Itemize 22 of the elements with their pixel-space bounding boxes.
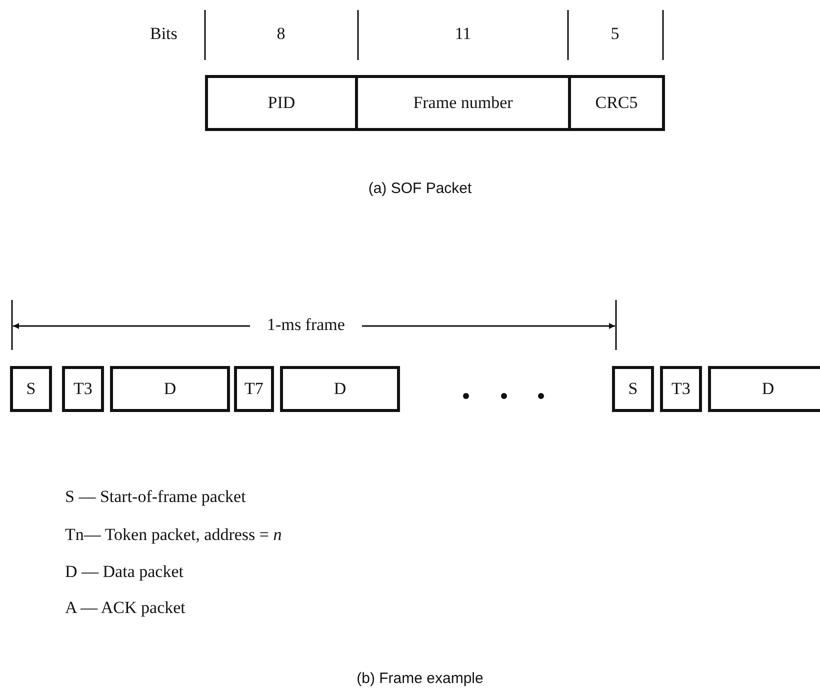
bit-count: 11 bbox=[454, 24, 472, 44]
packet-box: S bbox=[10, 366, 52, 412]
packet-box: S bbox=[612, 366, 654, 412]
dimension-label: 1-ms frame bbox=[267, 315, 345, 335]
packet-box: T7 bbox=[234, 366, 274, 412]
packet-box: D bbox=[708, 366, 820, 412]
packet-field: Frame number bbox=[355, 75, 571, 131]
packet-field: PID bbox=[205, 75, 358, 131]
packet-box: D bbox=[110, 366, 230, 412]
bit-count: 5 bbox=[610, 24, 620, 44]
packet-box: T3 bbox=[62, 366, 104, 412]
key-entry: A — ACK packet bbox=[65, 598, 186, 618]
packet-box: D bbox=[280, 366, 400, 412]
key-entry: D — Data packet bbox=[65, 562, 184, 582]
figure-caption: (b) Frame example bbox=[356, 670, 484, 687]
figure-caption: (a) SOF Packet bbox=[368, 180, 472, 197]
bit-count: 8 bbox=[276, 24, 286, 44]
key-entry: S — Start-of-frame packet bbox=[65, 487, 246, 507]
packet-box: T3 bbox=[660, 366, 702, 412]
key-entry: Tn— Token packet, address = n bbox=[65, 525, 282, 545]
packet-field: CRC5 bbox=[568, 75, 665, 131]
row-label: Bits bbox=[150, 24, 178, 44]
